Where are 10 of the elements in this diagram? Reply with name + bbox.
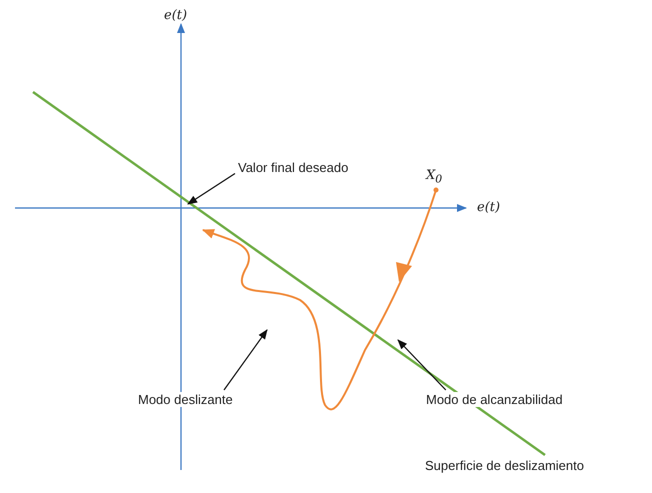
axis-label: e(t) — [477, 200, 500, 215]
point-label: X$_{0}$ — [426, 168, 442, 186]
surface-label: Superficie de deslizamiento — [425, 458, 584, 473]
leader-arrow — [224, 329, 268, 390]
leader-arrow — [187, 173, 236, 205]
leader-arrow — [397, 339, 446, 390]
annotation-text: Valor final deseado — [237, 160, 350, 175]
annotation-text: Modo de alcanzabilidad — [425, 392, 564, 407]
annotation-text: Modo deslizante — [137, 392, 234, 407]
axis-label: e(t) — [164, 8, 188, 23]
